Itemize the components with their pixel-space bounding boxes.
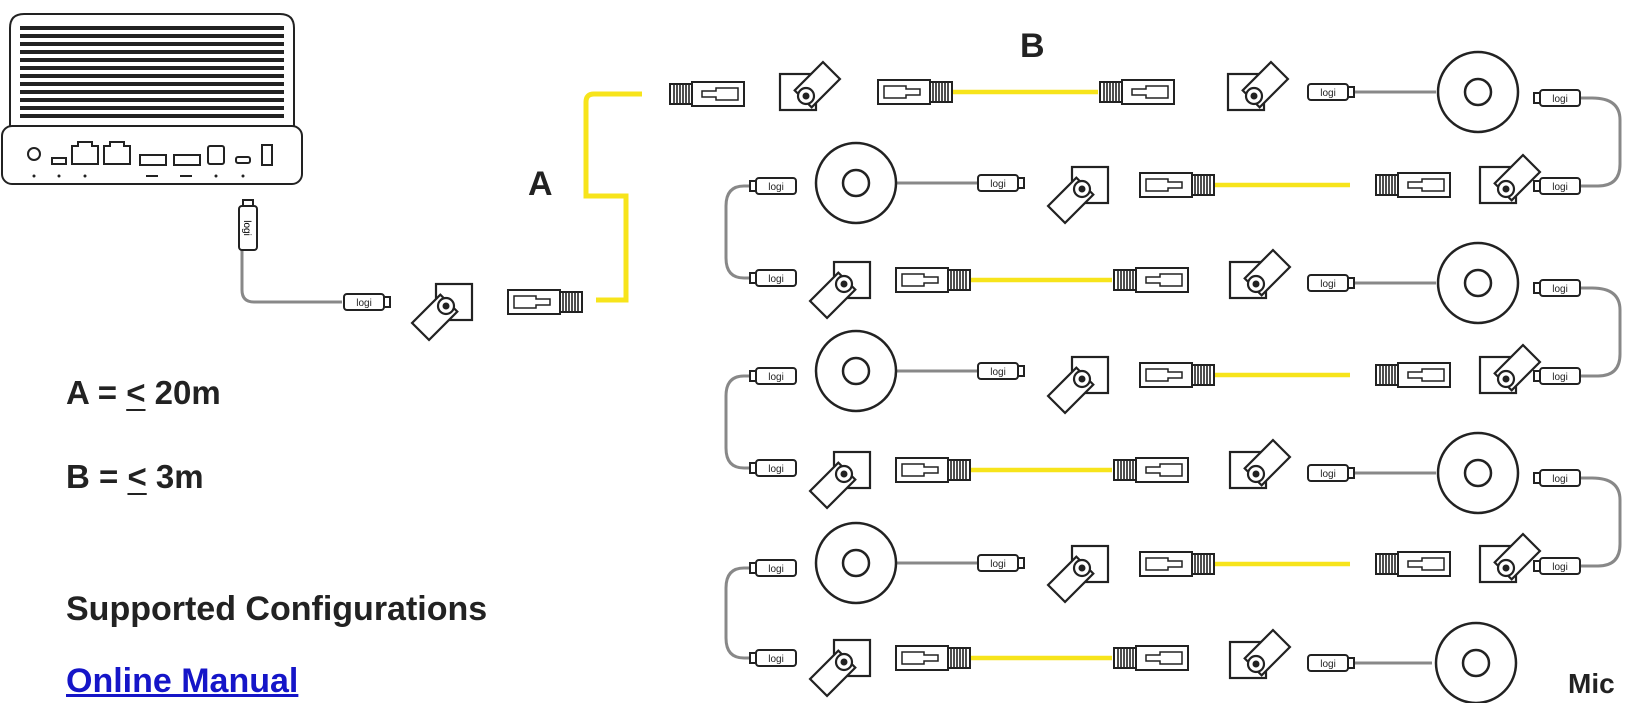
microphone-pod-icon — [1436, 431, 1520, 515]
compute-hub-icon — [1, 13, 303, 185]
length-spec-a: A = < 20m — [66, 374, 221, 412]
usb-c-plug-icon — [343, 293, 391, 311]
length-spec-b: B = < 3m — [66, 458, 204, 496]
mic-label: Mic — [1568, 668, 1615, 699]
length-spec-a-prefix: A = — [66, 374, 127, 411]
cable-b-label: B — [1020, 27, 1045, 65]
cable-a-label: A — [528, 165, 553, 203]
microphone-pod-icon — [1436, 241, 1520, 325]
length-spec-b-prefix: B = — [66, 458, 128, 495]
usb-c-plug-icon: logi — [238, 199, 258, 251]
cable-joiner-icon — [410, 282, 474, 342]
online-manual-link[interactable]: Online Manual — [66, 662, 299, 700]
supported-configurations-heading: Supported Configurations — [66, 590, 488, 628]
usb-c-plug-icon — [1533, 89, 1581, 107]
microphone-pod-icon — [814, 521, 898, 605]
cable-joiner-icon — [1046, 165, 1110, 225]
microphone-pod-icon — [1436, 50, 1520, 134]
usb-c-plug-icon — [1533, 177, 1581, 195]
length-spec-a-symbol: < — [126, 374, 146, 411]
cable-joiner-icon — [1226, 60, 1290, 112]
cable-joiner-icon — [1478, 153, 1542, 205]
rj45-plug-icon — [877, 79, 953, 105]
microphone-pod-icon — [1434, 621, 1518, 703]
cable-joiner-icon — [808, 260, 872, 320]
cable-a — [583, 91, 642, 303]
microphone-pod-icon — [814, 329, 898, 413]
length-spec-b-value: 3m — [146, 458, 204, 495]
microphone-pod-icon — [814, 141, 898, 225]
length-spec-b-symbol: < — [127, 458, 147, 495]
usb-c-plug-icon — [1307, 83, 1355, 101]
length-spec-a-value: 20m — [145, 374, 221, 411]
cable-joiner-icon — [778, 60, 842, 112]
svg-text:logi: logi — [241, 220, 252, 236]
rj45-plug-icon — [669, 81, 745, 107]
rj45-plug-icon — [507, 289, 583, 315]
